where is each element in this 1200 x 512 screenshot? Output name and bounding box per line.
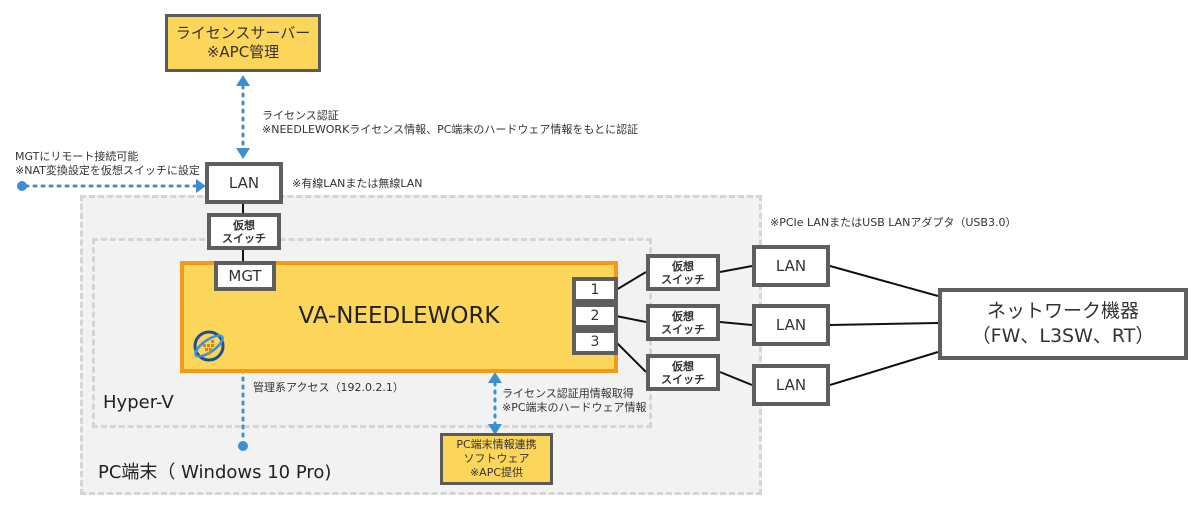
lan-right-2: LAN [752, 304, 830, 346]
endpoint-dot [238, 441, 248, 451]
vswitch-2-line1: 仮想 [672, 309, 694, 323]
mgt-port-box: MGT [214, 261, 276, 291]
wire [829, 322, 939, 326]
license-server-note: ※APC管理 [206, 43, 280, 61]
vswitch-3-line1: 仮想 [672, 359, 694, 373]
lan-top-note: ※有線LANまたは無線LAN [292, 177, 423, 190]
va-needlework-title: VA-NEEDLEWORK [298, 303, 500, 329]
port-1-label: 1 [590, 282, 600, 298]
wire [829, 265, 939, 297]
lan-top-label: LAN [228, 174, 260, 192]
arrowhead [236, 148, 250, 159]
wire [615, 341, 647, 373]
pc-label: PC端末（ Windows 10 Pro) [98, 462, 332, 483]
endpoint-dot [17, 181, 27, 191]
network-devices-title: ネットワーク機器 [986, 300, 1139, 322]
vswitch-1-line1: 仮想 [672, 259, 694, 273]
license-info-title: ライセンス認証用情報取得 [502, 387, 634, 400]
lan-right-3: LAN [752, 364, 830, 406]
mgt-remote-label: MGTにリモート接続可能 ※NAT変換設定を仮想スイッチに設定 [15, 150, 200, 178]
arrowhead [236, 75, 250, 86]
port-1-box: 1 [572, 277, 618, 303]
license-auth-note: ※NEEDLEWORKライセンス情報、PC端末のハードウェア情報をもとに認証 [262, 123, 639, 136]
port-2-box: 2 [572, 303, 618, 329]
wire [719, 321, 753, 326]
wire [719, 265, 753, 273]
network-devices-list: （FW、L3SW、RT） [971, 325, 1155, 347]
vswitch-top: 仮想 スイッチ [207, 213, 281, 250]
arrowhead [488, 424, 502, 435]
mgmt-access-label: 管理系アクセス（192.0.2.1） [253, 381, 404, 394]
pc-software-box: PC端末情報連携 ソフトウェア ※APC提供 [440, 433, 553, 485]
lan-top-box: LAN [205, 162, 283, 204]
port-2-label: 2 [590, 308, 600, 324]
wire [615, 315, 647, 323]
license-auth-label: ライセンス認証 ※NEEDLEWORKライセンス情報、PC端末のハードウェア情報… [262, 109, 638, 137]
usb-adapter-note: ※PCIe LANまたはUSB LANアダプタ（USB3.0） [770, 216, 1017, 229]
license-auth-title: ライセンス認証 [262, 109, 339, 122]
hyperv-label: Hyper-V [103, 392, 174, 413]
wire [829, 351, 939, 386]
pc-software-line3: ※APC提供 [469, 466, 524, 479]
license-info-label: ライセンス認証用情報取得 ※PC端末のハードウェア情報 [502, 387, 647, 415]
lan-right-1: LAN [752, 245, 830, 287]
needlework-logo-icon [190, 327, 228, 365]
arrowhead [488, 372, 502, 383]
license-info-note: ※PC端末のハードウェア情報 [502, 401, 647, 414]
license-server-box: ライセンスサーバー ※APC管理 [165, 14, 321, 72]
wire [719, 371, 753, 386]
network-devices-box: ネットワーク機器 （FW、L3SW、RT） [938, 288, 1188, 360]
mgt-remote-title: MGTにリモート接続可能 [15, 150, 139, 163]
pc-software-line2: ソフトウェア [463, 452, 530, 465]
lan-right-2-label: LAN [775, 316, 807, 334]
wire [615, 271, 647, 291]
port-3-label: 3 [590, 334, 600, 350]
license-server-title: ライセンスサーバー [175, 24, 311, 42]
vswitch-top-line2: スイッチ [222, 231, 266, 245]
port-3-box: 3 [572, 329, 618, 355]
arrowhead [196, 179, 206, 193]
vswitch-1-line2: スイッチ [661, 272, 705, 286]
vswitch-2-line2: スイッチ [661, 322, 705, 336]
pc-software-line1: PC端末情報連携 [456, 438, 537, 451]
mgt-remote-note: ※NAT変換設定を仮想スイッチに設定 [15, 164, 200, 177]
lan-right-1-label: LAN [775, 257, 807, 275]
vswitch-3-line2: スイッチ [661, 372, 705, 386]
mgt-port-label: MGT [228, 267, 262, 285]
vswitch-top-line1: 仮想 [233, 218, 255, 232]
vswitch-1: 仮想 スイッチ [646, 254, 720, 291]
lan-right-3-label: LAN [775, 376, 807, 394]
vswitch-2: 仮想 スイッチ [646, 304, 720, 341]
vswitch-3: 仮想 スイッチ [646, 354, 720, 391]
